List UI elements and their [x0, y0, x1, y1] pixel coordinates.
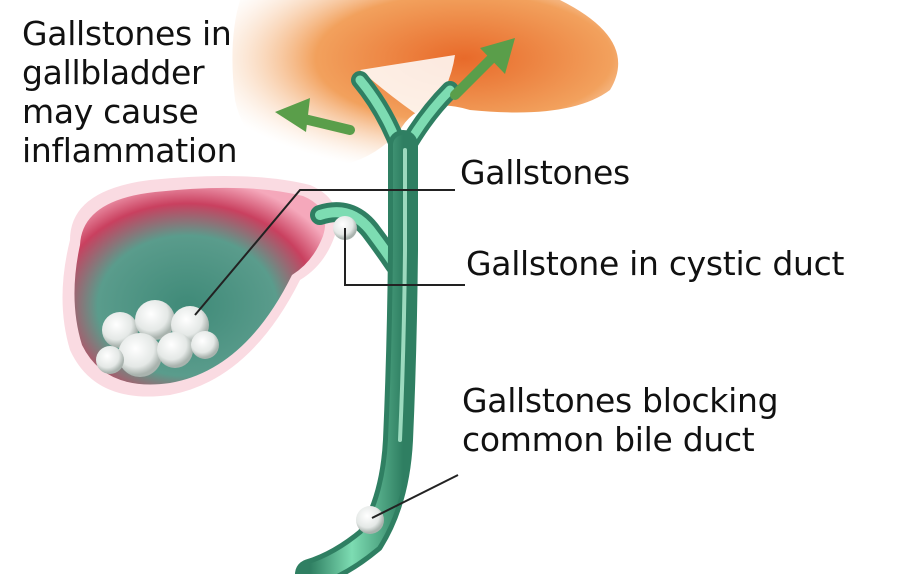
liver-region	[232, 0, 618, 167]
common-duct-stone	[356, 506, 384, 534]
gallstones-label: Gallstones	[460, 153, 630, 192]
inflammation-label-line: gallbladder	[22, 53, 237, 92]
common-duct-label-line: common bile duct	[462, 420, 778, 459]
inflammation-label-line: inflammation	[22, 131, 237, 170]
inflammation-label: Gallstones in gallbladder may cause infl…	[22, 14, 237, 170]
common-duct-label-line: Gallstones blocking	[462, 381, 778, 420]
cystic-duct-label: Gallstone in cystic duct	[466, 244, 844, 283]
inflammation-label-line: Gallstones in	[22, 14, 237, 53]
inflammation-label-line: may cause	[22, 92, 237, 131]
common-duct-label: Gallstones blocking common bile duct	[462, 381, 778, 459]
